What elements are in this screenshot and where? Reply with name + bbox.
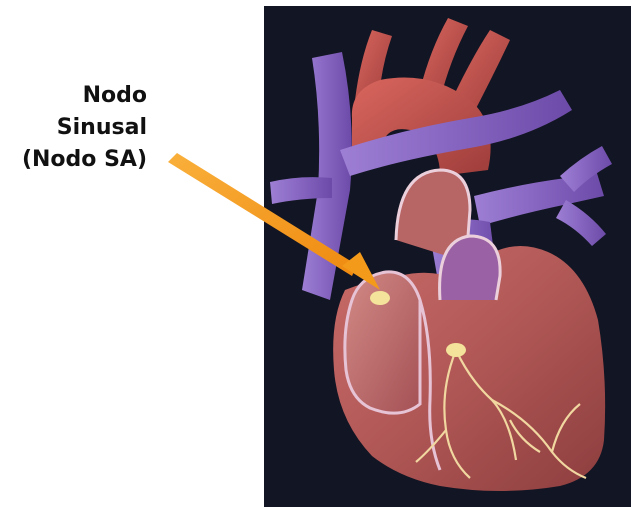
av-node <box>446 343 466 357</box>
sa-node <box>370 291 390 305</box>
